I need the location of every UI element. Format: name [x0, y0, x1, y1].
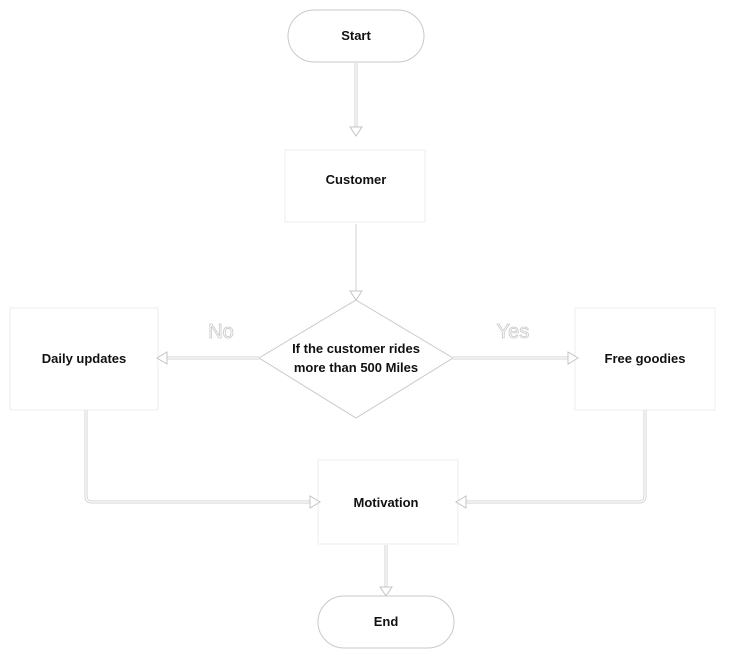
arrowhead-customer-decision [349, 290, 363, 301]
decision-label-line1: If the customer rides [292, 341, 420, 356]
connector-goodies-motivation [466, 410, 647, 504]
customer-label: Customer [326, 172, 387, 187]
no-edge-label: No [208, 321, 234, 343]
arrowhead-goodies-motivation [455, 495, 467, 509]
daily-updates-label: Daily updates [42, 351, 127, 366]
connector-daily-motivation-inner [85, 410, 311, 503]
start-label: Start [341, 28, 371, 43]
connector-goodies-motivation-inner [465, 410, 646, 503]
motivation-label: Motivation [354, 495, 419, 510]
arrowhead-decision-daily [156, 351, 168, 365]
arrowhead-motivation-end [379, 586, 393, 597]
free-goodies-label: Free goodies [605, 351, 686, 366]
arrowhead-start-customer [349, 126, 363, 137]
end-label: End [374, 614, 399, 629]
motivation-box [317, 459, 459, 545]
end-terminator [317, 595, 455, 649]
arrowhead-decision-goodies [567, 351, 579, 365]
connector-daily-motivation [84, 410, 310, 504]
yes-edge-label: Yes [497, 321, 530, 343]
daily-updates-box [9, 307, 159, 411]
start-terminator [287, 9, 425, 63]
customer-box [284, 149, 426, 223]
free-goodies-box [574, 307, 716, 411]
decision-diamond [258, 299, 454, 419]
arrowhead-daily-motivation [309, 495, 321, 509]
decision-label-line2: more than 500 Miles [294, 360, 418, 375]
